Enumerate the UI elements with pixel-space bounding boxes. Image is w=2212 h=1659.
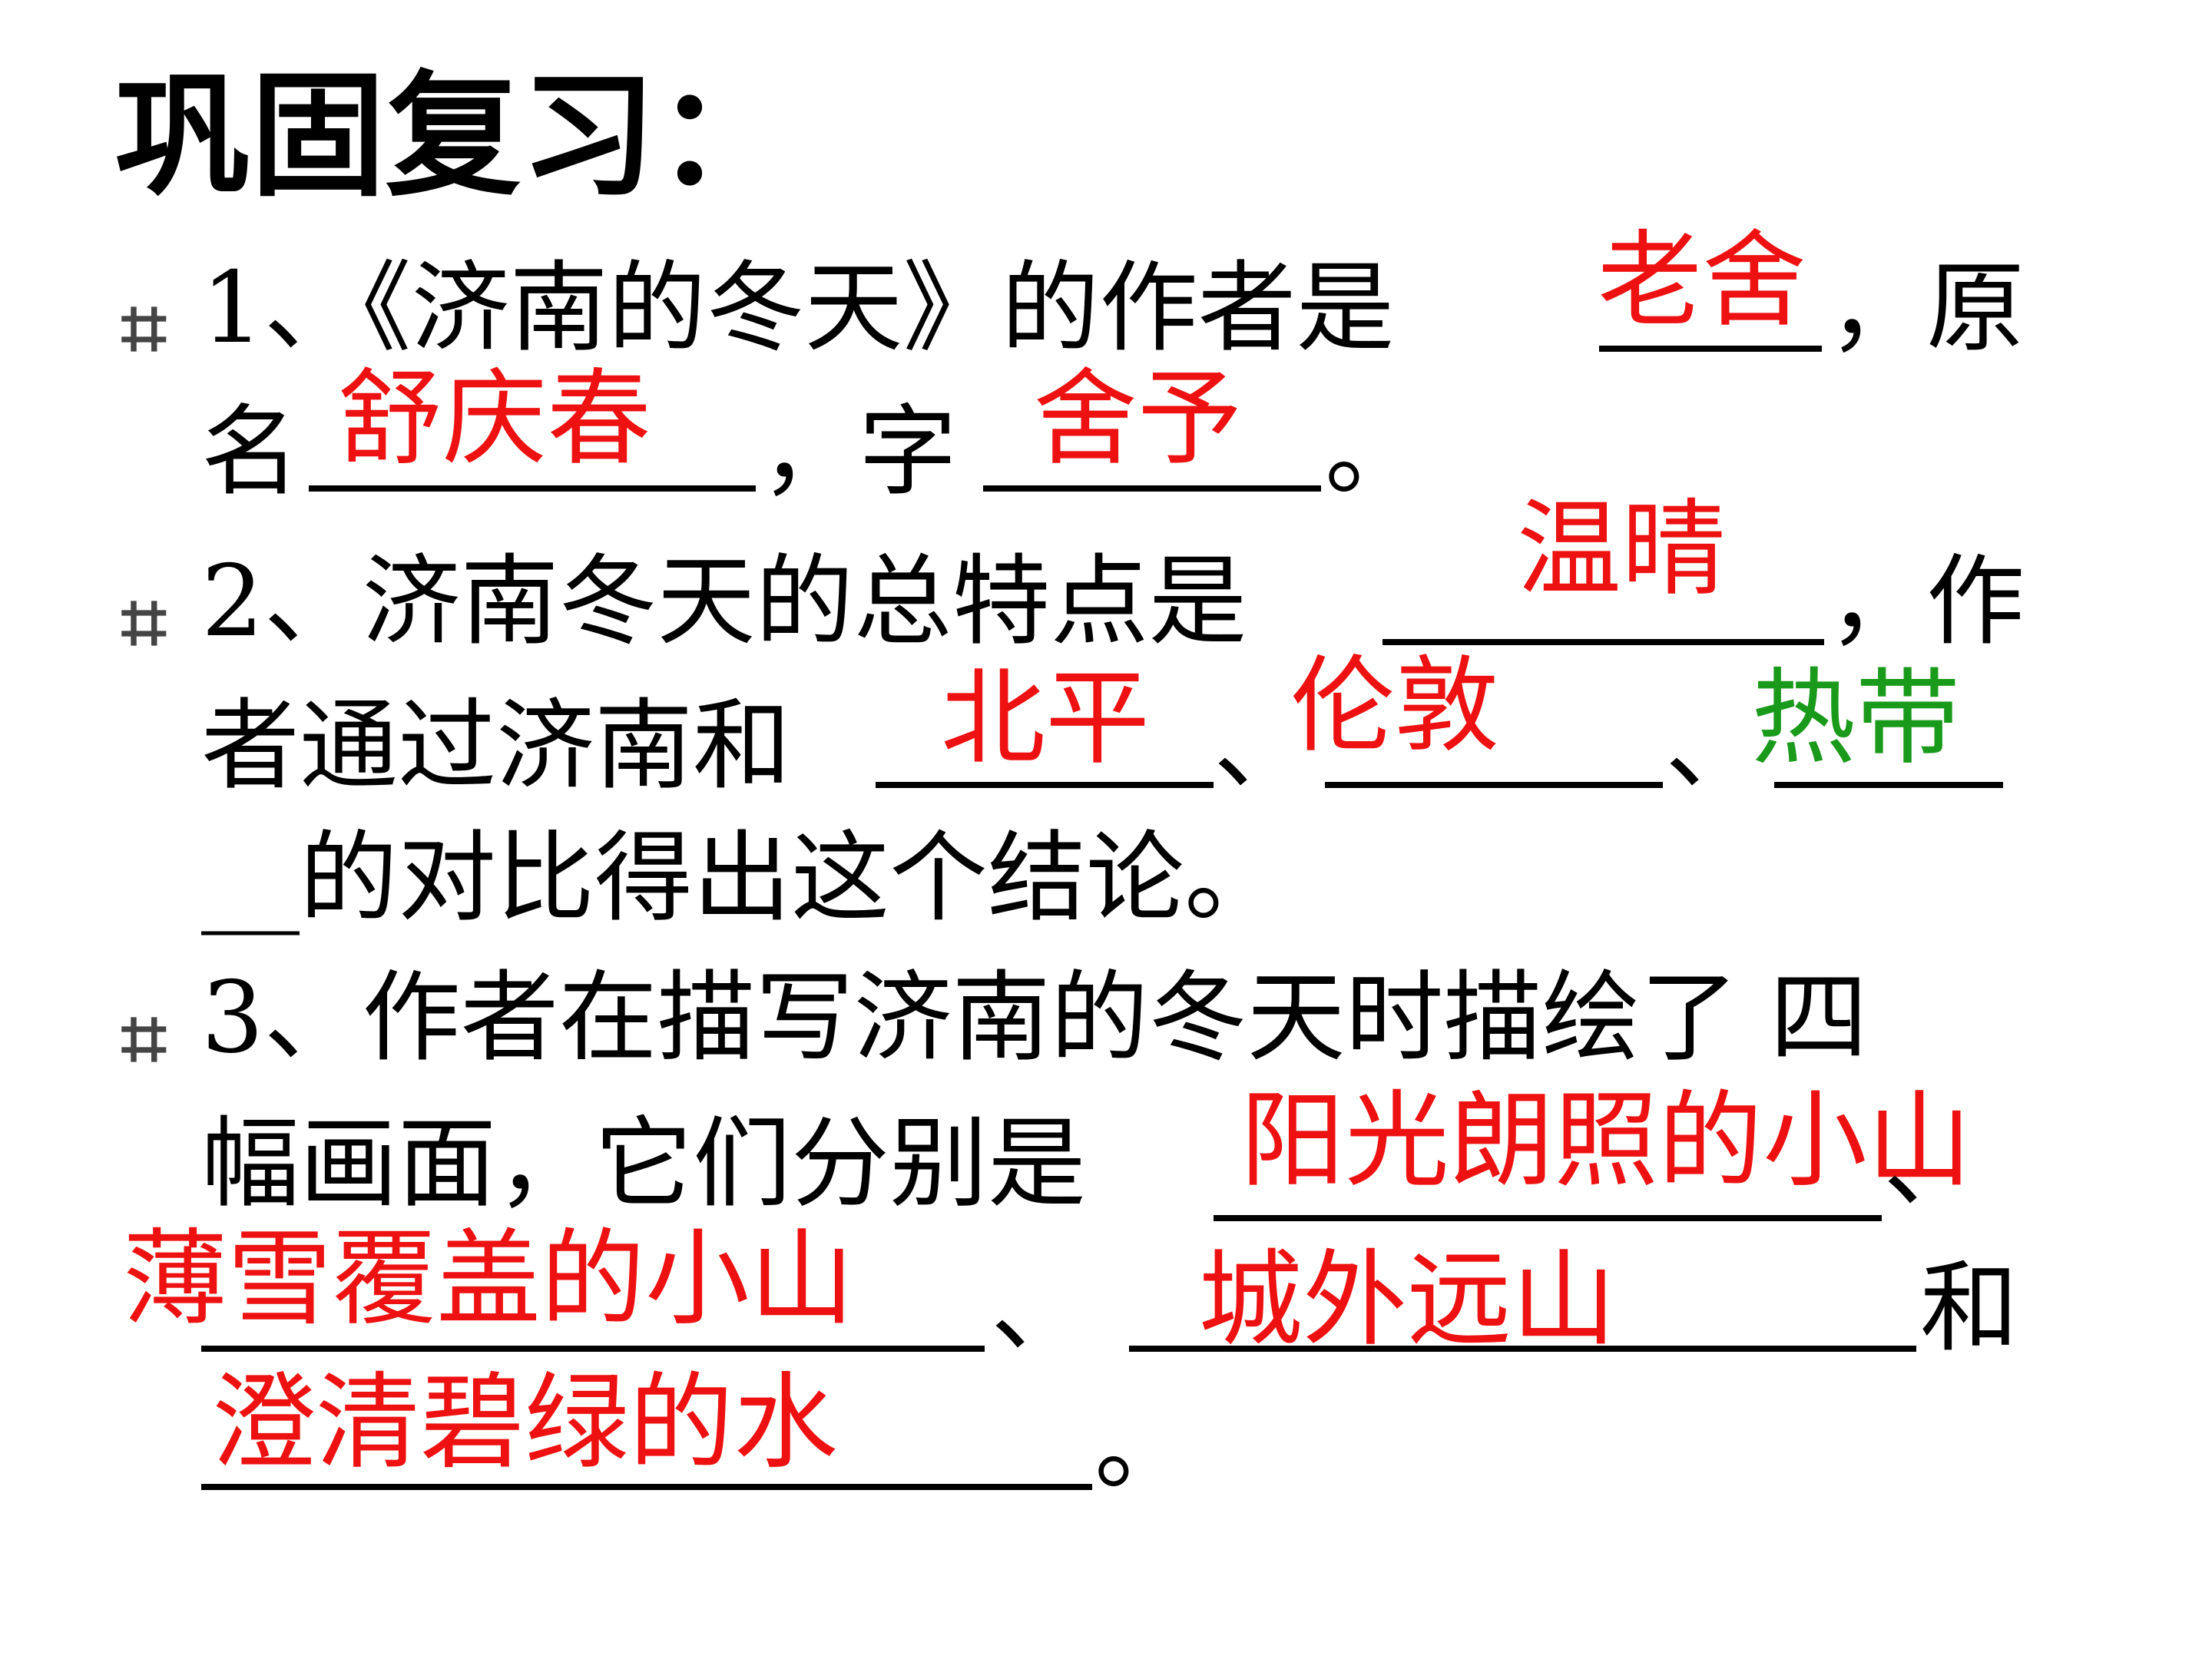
q1-answer-author: 老舍 [1598,220,1806,342]
q1-answer-courtesy-name: 舍予 [1033,359,1242,480]
q3-blank-scene2 [201,1346,985,1352]
q3-answer-scene3: 城外远山 [1198,1240,1616,1361]
q2-answer-feature: 温晴 [1517,489,1726,611]
q1-line1-text: 1、《济南的冬天》的作者是 [201,251,1395,366]
q1-blank-author [1599,346,1822,352]
q2-line3-text: __的对比得出这个结论。 [201,821,1283,935]
q2-blank-city1 [876,782,1214,788]
q3-line3-sep: 、 [991,1251,1090,1366]
q1-blank-original-name [309,485,756,492]
q2-sep1: 、 [1214,689,1313,803]
q2-line1-text: 2、济南冬天的总特点是 [201,545,1247,659]
q2-answer-city1: 北平 [941,658,1150,780]
q2-line1-end: ，作 [1828,545,2025,659]
q3-blank-scene4 [201,1484,1092,1490]
q1-line2-label: 名 [201,395,300,509]
q3-blank-scene3 [1129,1346,1916,1352]
square-bullet-icon: ⌗ [121,575,167,669]
q3-blank-scene1 [1214,1215,1882,1221]
q3-line2-end: 、 [1883,1107,1982,1221]
q3-answer-scene1: 阳光朗照的小山 [1240,1081,1972,1202]
square-bullet-icon: ⌗ [121,992,167,1085]
q2-blank-region [1774,782,2003,788]
q3-line3-end: 和 [1920,1251,2019,1366]
q1-blank-courtesy-name [983,485,1321,492]
q3-answer-scene2: 薄雪覆盖的小山 [123,1219,854,1340]
square-bullet-icon: ⌗ [121,281,167,375]
q2-answer-city2: 伦敦 [1290,646,1499,767]
q2-sep2: 、 [1665,689,1764,803]
q1-answer-original-name: 舒庆春 [338,359,651,480]
q2-blank-city2 [1325,782,1663,788]
q3-line4-end: 。 [1094,1389,1194,1504]
q2-blank-feature [1382,639,1824,645]
q2-line2-text: 者通过济南和 [201,689,792,803]
q2-answer-region: 热带 [1751,658,1960,780]
q1-line2-mid: ，字 [760,395,958,509]
q3-line2-text: 幅画面，它们分别是 [201,1107,1087,1221]
q1-line1-end: ，原 [1828,251,2025,366]
q3-answer-scene4: 澄清碧绿的水 [211,1363,838,1484]
q3-line1-text: 3、作者在描写济南的冬天时描绘了 四 [201,961,1869,1075]
q1-line2-end: 。 [1325,395,1424,509]
slide-title: 巩固复习： [115,58,792,215]
